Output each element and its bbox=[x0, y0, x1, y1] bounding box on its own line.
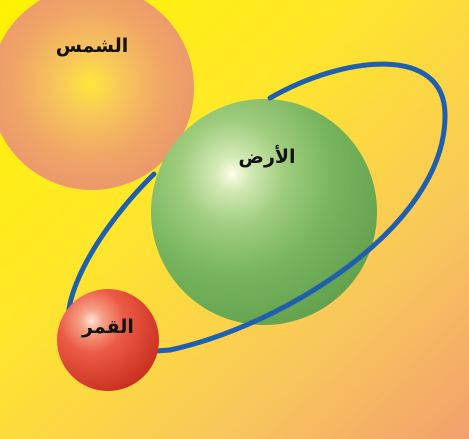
moon-label: القمر bbox=[81, 316, 134, 338]
earth-shape bbox=[151, 99, 377, 325]
sun-label: الشمس bbox=[56, 35, 129, 57]
moon-shape bbox=[57, 289, 159, 391]
earth-label: الأرض bbox=[238, 145, 295, 168]
